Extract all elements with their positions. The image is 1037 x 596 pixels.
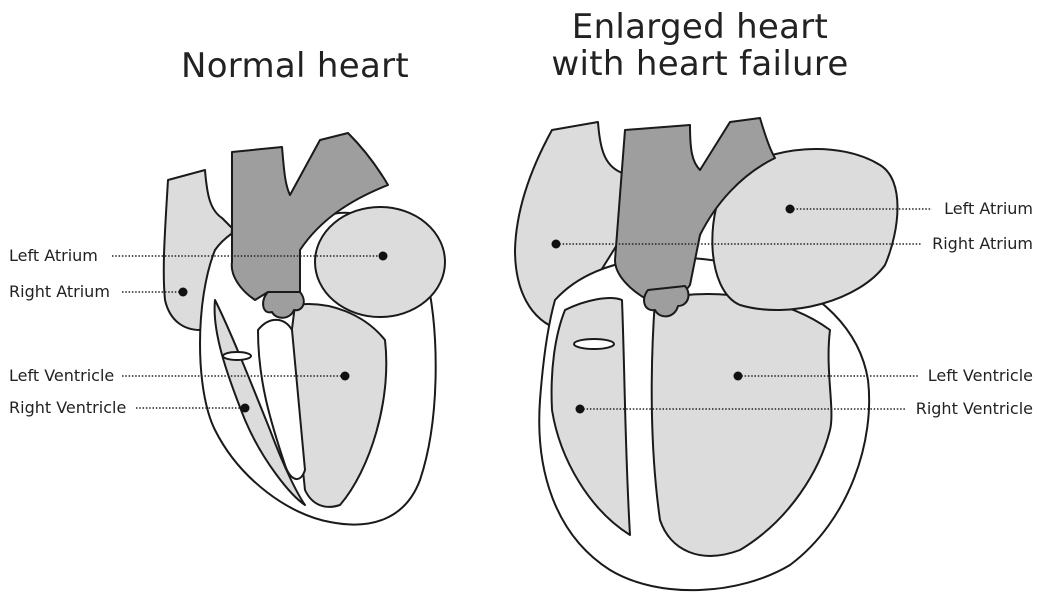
normal-rv-dot (241, 404, 250, 413)
enlarged-right-ventricle-label: Right Ventricle (916, 399, 1033, 419)
normal-left-ventricle-label: Left Ventricle (9, 366, 114, 386)
enlarged-left-atrium-label: Left Atrium (944, 199, 1033, 219)
normal-lv-dot (341, 372, 350, 381)
enlarged-valve (574, 339, 614, 349)
enlarged-left-ventricle-label: Left Ventricle (928, 366, 1033, 386)
normal-la-dot (379, 252, 388, 261)
normal-left-atrium-label: Left Atrium (9, 246, 98, 266)
enlarged-right-atrium-label: Right Atrium (932, 234, 1033, 254)
enlarged-ra-dot (552, 240, 561, 249)
normal-ra-dot (179, 288, 188, 297)
normal-right-atrium-label: Right Atrium (9, 282, 110, 302)
enlarged-rv-dot (576, 405, 585, 414)
normal-right-ventricle-label: Right Ventricle (9, 398, 126, 418)
enlarged-heart (515, 118, 898, 590)
enlarged-lv-dot (734, 372, 743, 381)
enlarged-la-dot (786, 205, 795, 214)
normal-heart (164, 133, 445, 525)
normal-valve (223, 352, 251, 360)
normal-left-atrium-shape (315, 207, 445, 317)
